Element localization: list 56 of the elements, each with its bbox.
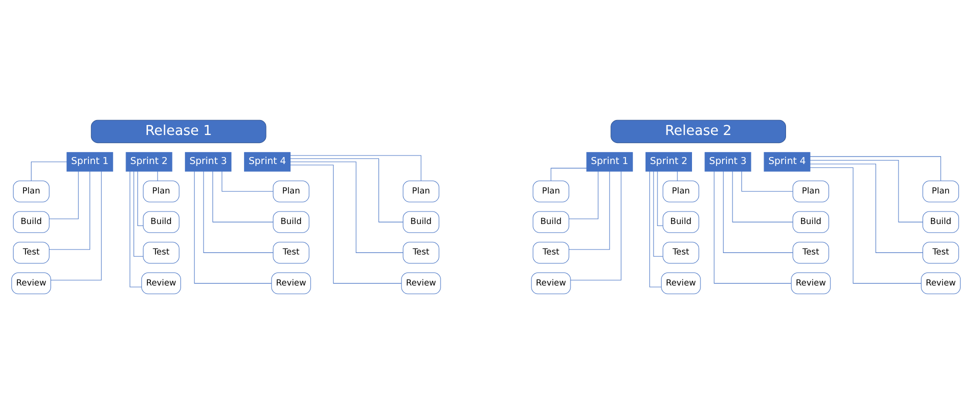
node-box: Test (922, 242, 959, 264)
node-box: Plan (922, 180, 959, 202)
node-box: Sprint 3 (704, 152, 752, 172)
node-box: Release 2 (610, 120, 786, 144)
node-box: Build (922, 211, 959, 233)
node-box: Test (142, 242, 180, 264)
connector (194, 171, 272, 284)
node-box: Sprint 1 (586, 152, 633, 172)
connector (649, 171, 662, 288)
node-box: Review (271, 272, 311, 294)
connector (203, 171, 274, 253)
node-box: Build (272, 211, 310, 233)
connector (723, 171, 794, 253)
node-box: Plan (792, 180, 830, 202)
node-box: Sprint 4 (764, 152, 810, 172)
node-box: Build (13, 211, 50, 233)
node-box: Plan (532, 180, 570, 202)
node-box: Release 1 (90, 120, 266, 144)
node-box: Sprint 2 (126, 152, 172, 172)
node-box: Build (402, 211, 440, 233)
node-box: Test (272, 242, 310, 264)
node-box: Test (13, 242, 50, 264)
node-box: Test (792, 242, 830, 264)
node-box: Plan (662, 180, 700, 202)
node-box: Build (532, 211, 570, 233)
node-box: Review (141, 272, 181, 294)
node-box: Sprint 2 (646, 152, 692, 172)
node-box: Plan (272, 180, 310, 202)
connector (130, 171, 142, 288)
node-box: Build (792, 211, 830, 233)
connector (657, 171, 664, 226)
connector (714, 171, 792, 284)
node-box: Build (662, 211, 700, 233)
connector (222, 171, 274, 192)
node-box: Plan (13, 180, 50, 202)
node-box: Build (142, 211, 180, 233)
node-box: Sprint 3 (184, 152, 232, 172)
node-box: Sprint 1 (66, 152, 114, 172)
node-box: Review (401, 272, 441, 294)
node-box: Test (402, 242, 440, 264)
connector (741, 171, 794, 192)
connector (137, 171, 144, 226)
node-box: Sprint 4 (244, 152, 291, 172)
connector (134, 171, 144, 257)
node-box: Plan (402, 180, 440, 202)
node-box: Review (531, 272, 571, 294)
node-box: Test (662, 242, 700, 264)
node-box: Review (11, 272, 52, 294)
node-box: Review (791, 272, 831, 294)
node-box: Test (532, 242, 570, 264)
connector (212, 171, 274, 222)
connector (732, 171, 794, 222)
node-box: Plan (142, 180, 180, 202)
connector (653, 171, 664, 257)
node-box: Review (661, 272, 701, 294)
node-box: Review (920, 272, 961, 294)
